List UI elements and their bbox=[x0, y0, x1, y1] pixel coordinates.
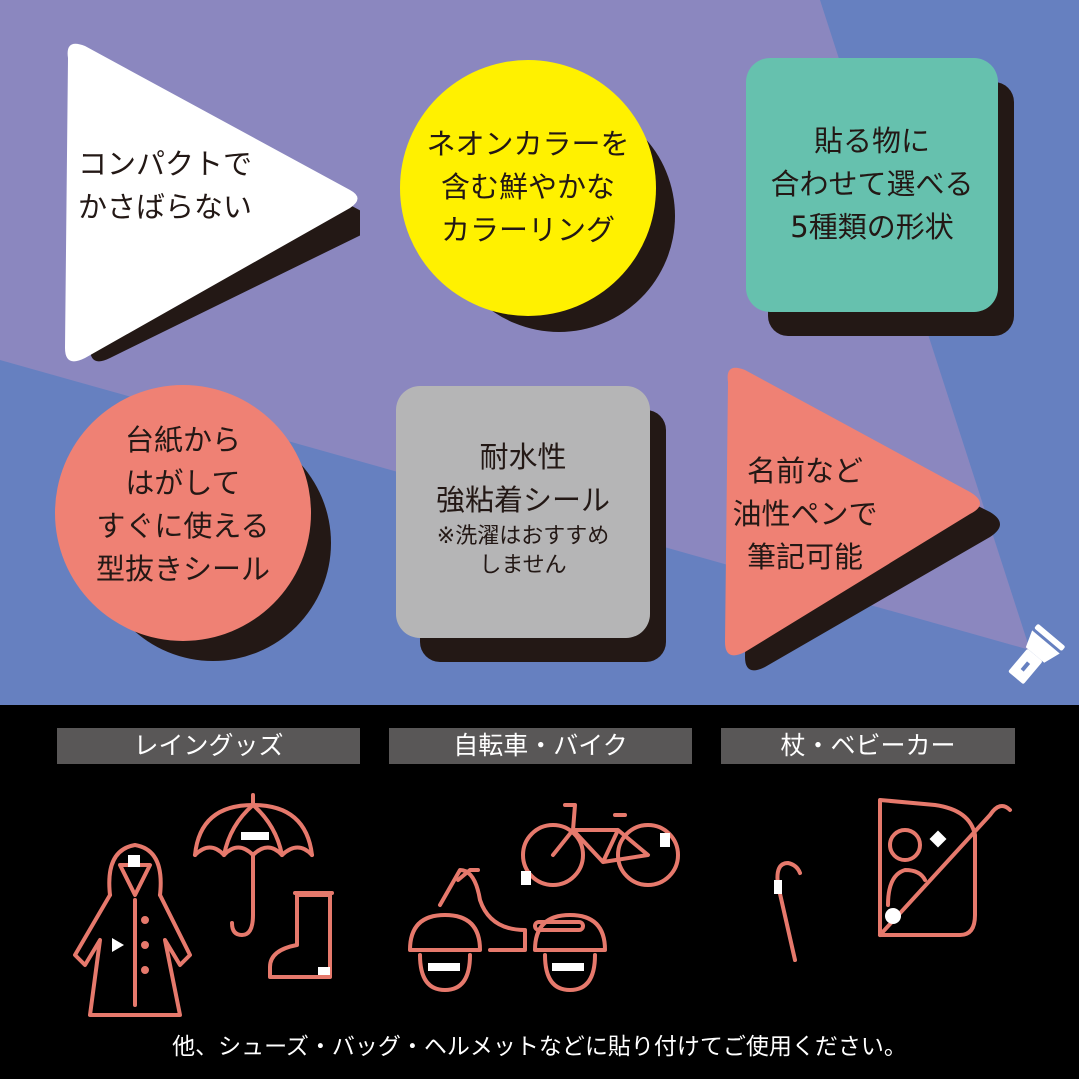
stroller-icon bbox=[878, 798, 1012, 937]
feature-label: 貼る物に 合わせて選べる 5種類の形状 bbox=[770, 124, 974, 244]
rain-boot-icon bbox=[268, 891, 334, 979]
umbrella-icon bbox=[193, 793, 314, 937]
usage-panel: レイングッズ 自転車・バイク 杖・ベビーカー bbox=[0, 705, 1079, 1079]
feature-waterproof: 耐水性 強粘着シール ※洗濯はおすすめ しません bbox=[396, 386, 676, 666]
feature-writable: 名前など 油性ペンで 筆記可能 bbox=[720, 362, 1010, 682]
feature-die-cut: 台紙から はがして すぐに使える 型抜きシール bbox=[55, 385, 345, 665]
feature-neon-color: ネオンカラーを 含む鮮やかな カラーリング bbox=[400, 58, 680, 338]
bicycle-icon bbox=[521, 803, 680, 887]
feature-label: コンパクトで かさばらない bbox=[77, 147, 252, 224]
circle-shape bbox=[400, 60, 675, 332]
footer-note: 他、シューズ・バッグ・ヘルメットなどに貼り付けてご使用ください。 bbox=[172, 1034, 907, 1060]
category-bicycle-bike: 自転車・バイク bbox=[389, 728, 692, 764]
feature-label: 名前など 油性ペンで 筆記可能 bbox=[732, 454, 878, 574]
raincoat-icon bbox=[73, 843, 192, 1017]
scooter-icon bbox=[408, 868, 607, 992]
feature-compact: コンパクトで かさばらない bbox=[60, 38, 360, 362]
triangle-shape bbox=[65, 43, 360, 362]
feature-label: 耐水性 強粘着シール ※洗濯はおすすめ しません bbox=[435, 440, 610, 578]
category-cane-stroller: 杖・ベビーカー bbox=[721, 728, 1015, 764]
rounded-square-shape bbox=[396, 386, 666, 662]
flashlight-icon bbox=[1008, 624, 1065, 684]
feature-five-shapes: 貼る物に 合わせて選べる 5種類の形状 bbox=[746, 58, 1036, 348]
category-rain-goods: レイングッズ bbox=[57, 728, 360, 764]
features-panel: コンパクトで かさばらない ネオンカラーを 含む鮮やかな カラーリング 貼る物に… bbox=[0, 0, 1079, 705]
feature-label: 台紙から はがして すぐに使える 型抜きシール bbox=[95, 423, 270, 586]
circle-shape bbox=[55, 385, 331, 661]
cane-icon bbox=[774, 861, 802, 962]
usage-icons bbox=[73, 793, 1012, 1017]
triangle-shape bbox=[725, 367, 1000, 671]
rounded-square-shape bbox=[746, 58, 1014, 336]
feature-label: ネオンカラーを 含む鮮やかな カラーリング bbox=[426, 127, 630, 247]
